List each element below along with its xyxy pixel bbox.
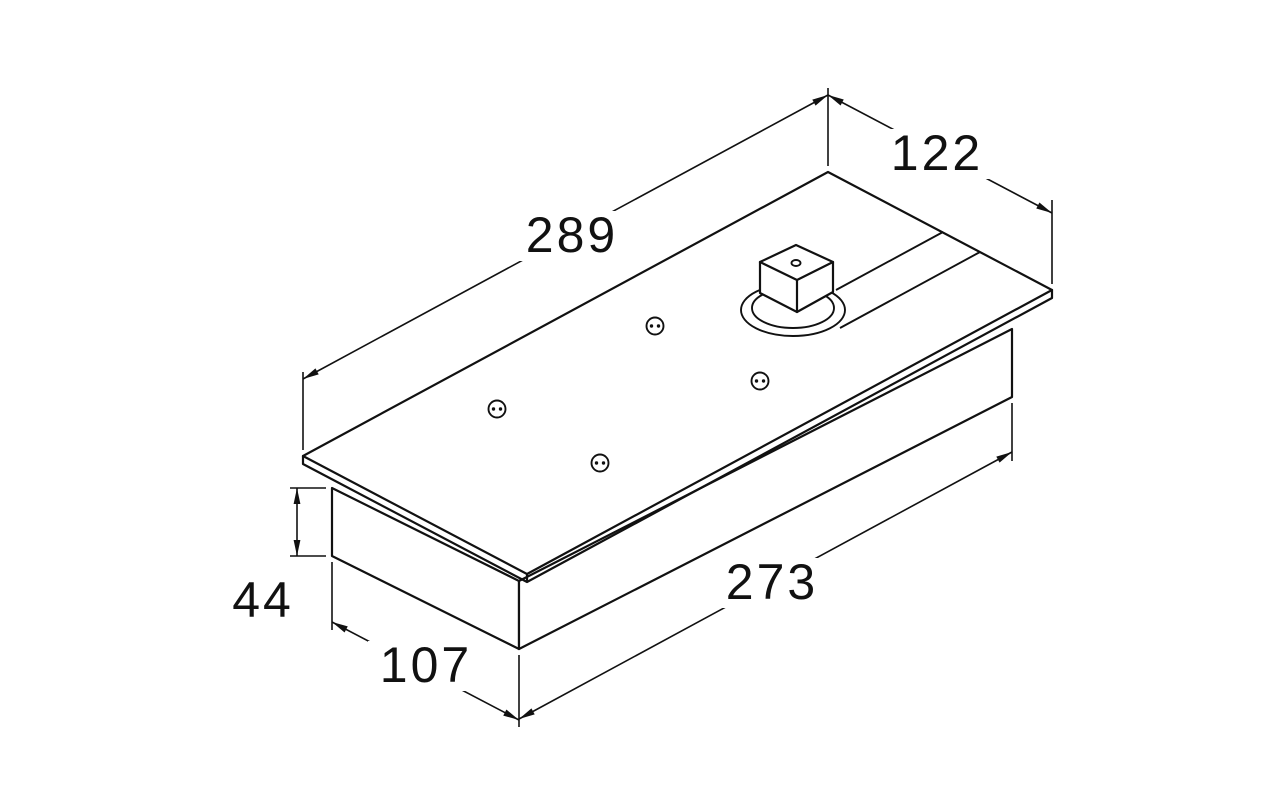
dimension-label-body-width: 107 — [380, 637, 472, 693]
screw-slot-dot — [594, 461, 599, 465]
screw-slot-dot — [761, 379, 766, 383]
dimension-label-body-height: 44 — [232, 572, 294, 628]
dimension-label-background — [514, 211, 630, 261]
dimension-body-width: 107 — [331, 562, 520, 721]
screw — [487, 399, 507, 419]
screw-slot-dot — [498, 407, 503, 411]
dimension-label-plate-length: 289 — [526, 207, 618, 263]
spindle-insert-seam — [835, 231, 981, 329]
screw-head — [487, 399, 507, 419]
dimension-label-plate-width: 122 — [891, 125, 983, 181]
dimension-body-height: 44 — [232, 487, 326, 628]
screw-slot-dot — [601, 461, 606, 465]
dimension-label-background — [879, 129, 995, 179]
screw-slot-dot — [491, 407, 496, 411]
screw-slot-dot — [649, 324, 654, 328]
seam-line-upper — [835, 231, 944, 291]
dimension-plate-width: 122 — [827, 94, 1053, 284]
dimension-label-background — [368, 641, 484, 691]
screw-slot-dot — [754, 379, 759, 383]
dimension-body-length: 273 — [518, 403, 1013, 727]
screw-slot-dot — [656, 324, 661, 328]
dimension-label-background — [714, 558, 830, 608]
dimension-label-body-length: 273 — [726, 554, 818, 610]
seam-line-lower — [839, 251, 981, 329]
